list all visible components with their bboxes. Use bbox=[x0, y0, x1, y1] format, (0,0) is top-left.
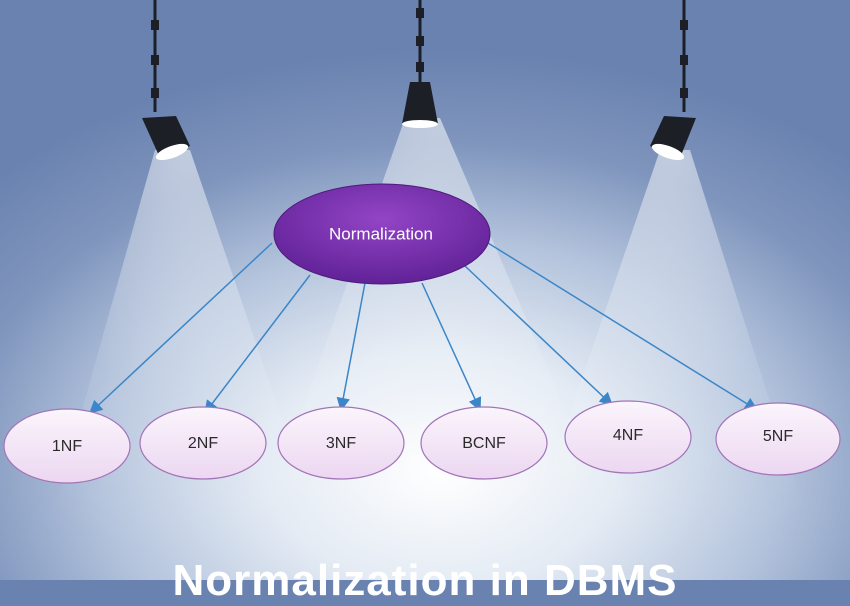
child-node-1nf: 1NF bbox=[3, 408, 131, 484]
root-node-normalization: Normalization bbox=[273, 183, 491, 285]
arrow-to-3nf bbox=[336, 282, 366, 412]
child-node-label: 1NF bbox=[52, 438, 82, 455]
connector-arrows bbox=[89, 242, 759, 415]
light-beams bbox=[40, 118, 820, 560]
child-node-2nf: 2NF bbox=[139, 406, 267, 480]
arrow-to-5nf bbox=[487, 242, 759, 411]
child-node-label: BCNF bbox=[462, 435, 506, 452]
normalization-diagram: Normalization 1NF 2NF 3NF BCNF 4NF 5NF bbox=[3, 0, 841, 560]
child-node-5nf: 5NF bbox=[715, 402, 841, 476]
stage-spotlight-icon bbox=[142, 0, 190, 161]
arrow-to-2nf bbox=[204, 274, 311, 415]
child-node-bcnf: BCNF bbox=[420, 406, 548, 480]
arrow-to-1nf bbox=[89, 242, 273, 414]
child-node-4nf: 4NF bbox=[564, 400, 692, 474]
stage-spotlight-icon bbox=[650, 0, 696, 161]
child-node-label: 5NF bbox=[763, 428, 793, 445]
child-node-label: 4NF bbox=[613, 427, 643, 444]
child-node-label: 3NF bbox=[326, 435, 356, 452]
arrow-to-bcnf bbox=[421, 282, 482, 412]
child-node-label: 2NF bbox=[188, 435, 218, 452]
child-node-3nf: 3NF bbox=[277, 406, 405, 480]
footer-title: Normalization in DBMS bbox=[172, 556, 678, 605]
arrow-to-4nf bbox=[464, 265, 613, 406]
stage-spotlight-icon bbox=[402, 0, 438, 128]
root-node-label: Normalization bbox=[329, 224, 433, 243]
